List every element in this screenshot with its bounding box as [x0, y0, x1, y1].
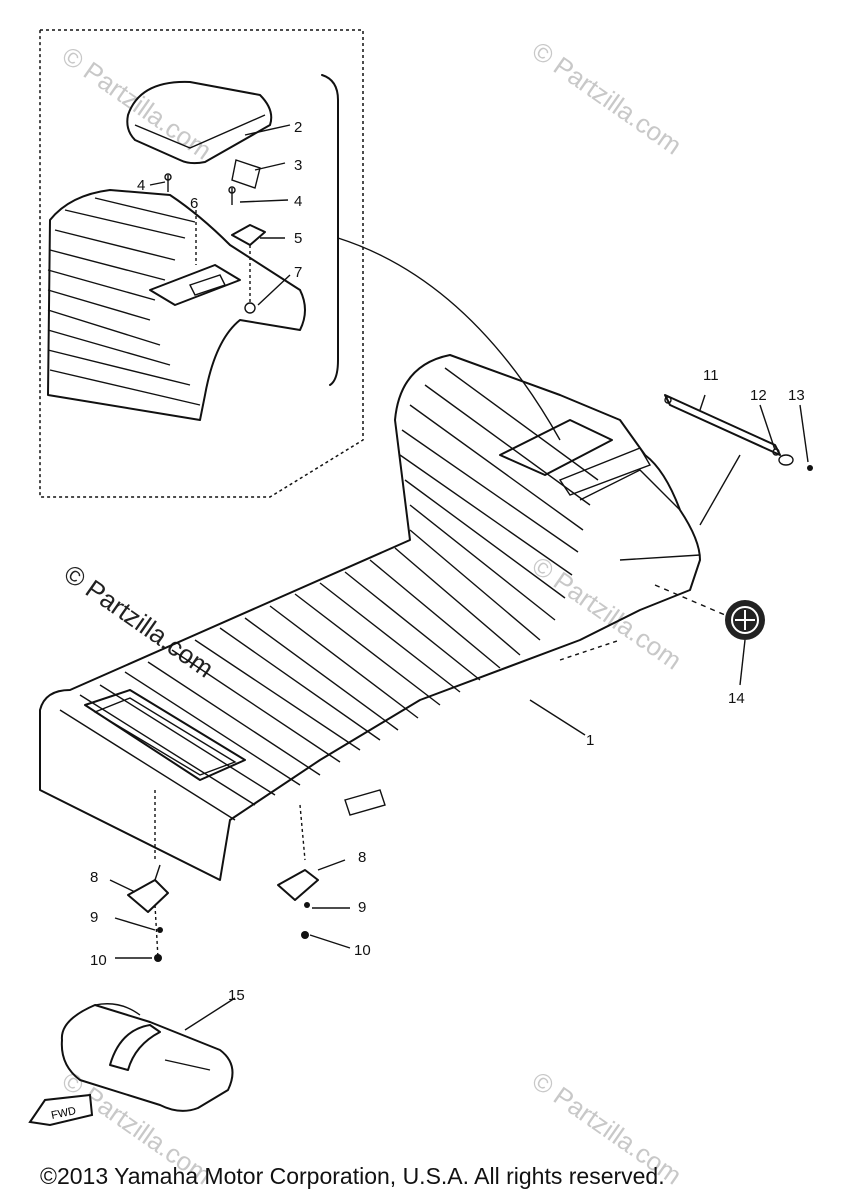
callout-labels: 2 3 4 4 5 6 7 1 11 12 13 14 8 8 9 9 10 1… [90, 119, 805, 1004]
callout-8: 8 [90, 869, 98, 886]
callout-11: 11 [703, 367, 719, 384]
callout-9: 9 [90, 909, 98, 926]
emblem [654, 584, 765, 686]
fwd-arrow-icon: FWD [28, 1093, 94, 1127]
callout-4: 4 [294, 193, 302, 210]
callout-9: 9 [358, 899, 366, 916]
watermarks: © Partzilla.com © Partzilla.com © Partzi… [57, 35, 688, 1190]
callout-4: 4 [137, 177, 145, 194]
callout-8: 8 [358, 849, 366, 866]
main-seat [39, 354, 701, 881]
inset-bracket [321, 74, 339, 386]
callout-10: 10 [90, 952, 107, 969]
tool-bag [60, 997, 236, 1112]
callout-6: 6 [190, 195, 198, 212]
inset-detail [47, 80, 306, 421]
callout-15: 15 [228, 987, 245, 1004]
callout-5: 5 [294, 230, 302, 247]
callout-14: 14 [728, 690, 745, 707]
watermark: © Partzilla.com [527, 35, 688, 160]
callout-3: 3 [294, 157, 302, 174]
watermark: © Partzilla.com [527, 550, 688, 675]
callout-12: 12 [750, 387, 767, 404]
strap-assembly [664, 394, 813, 526]
callout-10: 10 [354, 942, 371, 959]
inset-leader-line [337, 237, 561, 441]
callout-2: 2 [294, 119, 302, 136]
callout-7: 7 [294, 264, 302, 281]
detail-inset-frame [39, 29, 364, 498]
right-hinge-parts [277, 859, 351, 949]
left-hinge-parts [109, 864, 169, 962]
fwd-label: FWD [50, 1105, 77, 1122]
copyright-notice: ©2013 Yamaha Motor Corporation, U.S.A. A… [40, 1163, 665, 1189]
callout-1: 1 [586, 732, 594, 749]
callout-13: 13 [788, 387, 805, 404]
